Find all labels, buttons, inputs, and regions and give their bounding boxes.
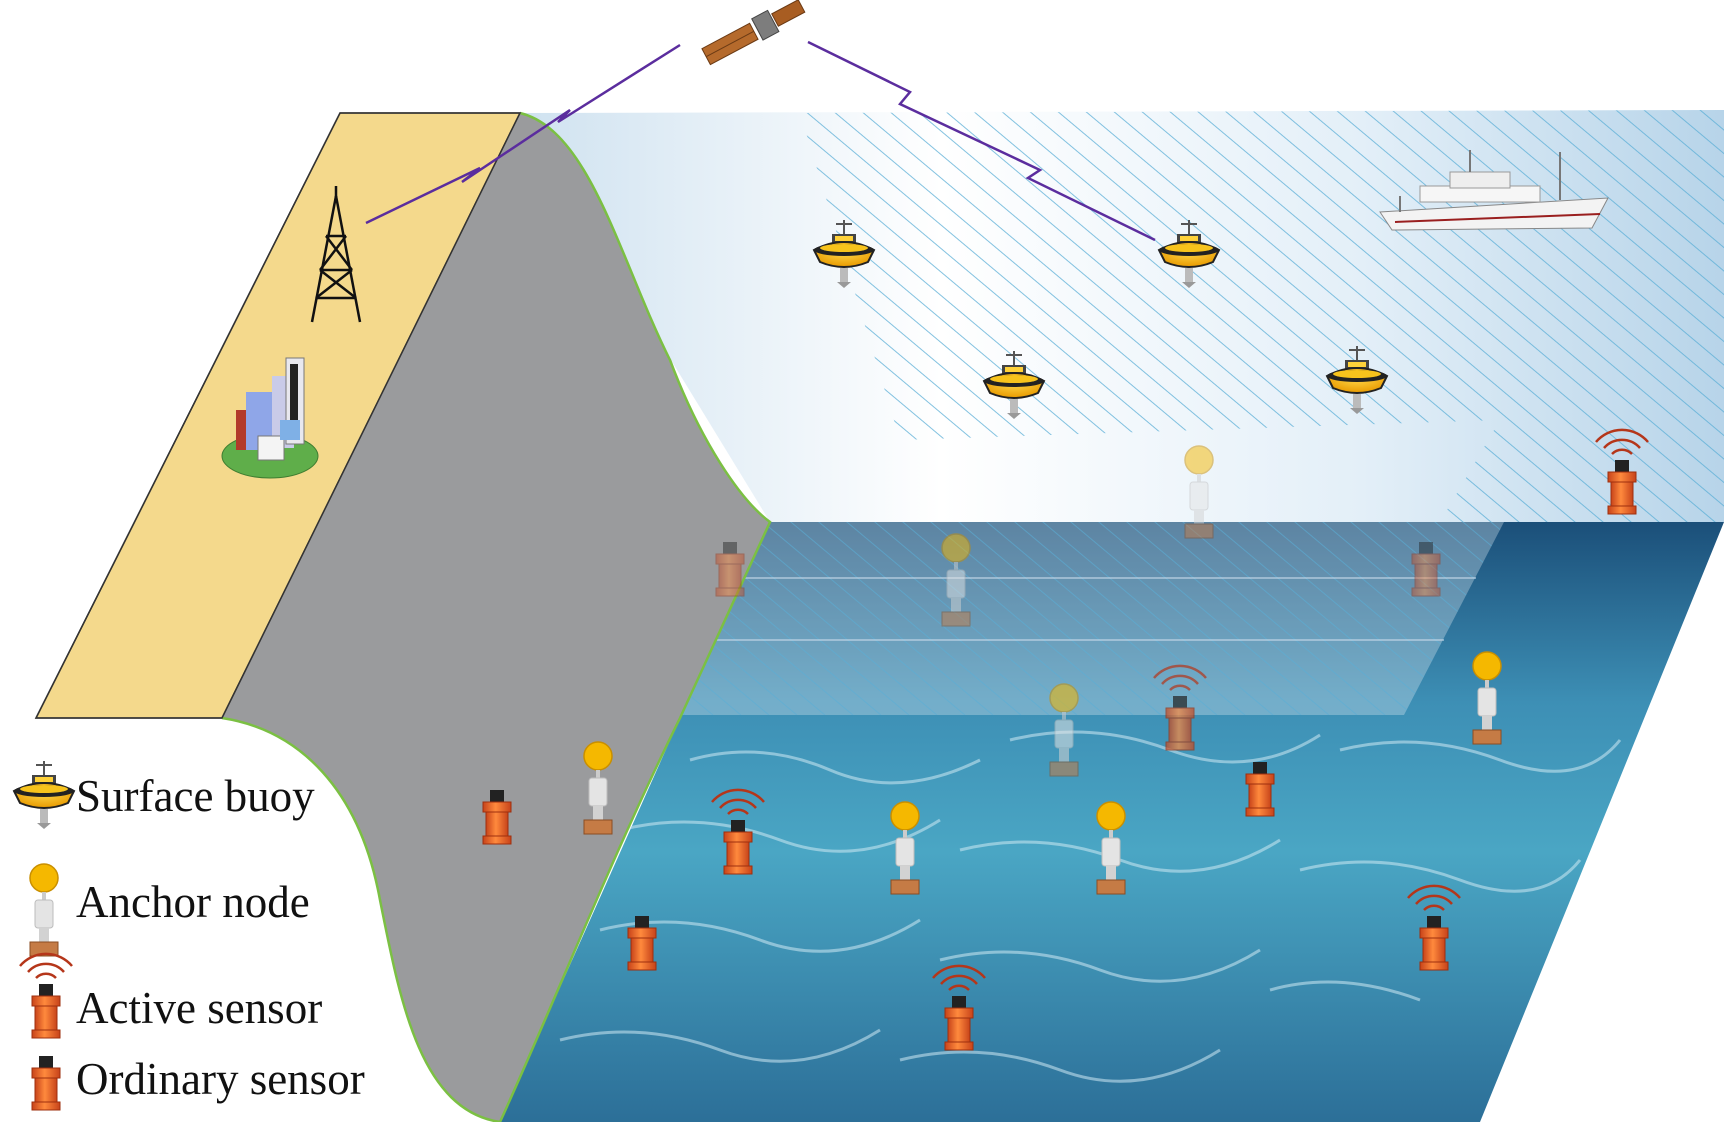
tower-icon (310, 186, 362, 323)
ship-icon (1379, 150, 1609, 231)
surface-buoy-icon (13, 760, 75, 830)
land-edge (34, 112, 522, 719)
anchor-node-icon (29, 863, 59, 957)
legend-ordinary-sensor: Ordinary sensor (76, 1054, 365, 1104)
continental-slope (222, 113, 770, 1122)
active-sensor-icon (18, 952, 74, 1039)
legend-active-sensor: Active sensor (76, 983, 323, 1033)
water-ripples (559, 730, 1622, 1083)
middle-layer-lines (605, 577, 1476, 641)
link-satellite-buoy (807, 40, 1156, 242)
ordinary-sensor-icon (31, 1055, 61, 1111)
legend-surface-buoy: Surface buoy (76, 771, 315, 821)
satellite-links (365, 40, 1156, 242)
link-tower-satellite (365, 43, 681, 225)
city-icon (221, 357, 319, 479)
legend-anchor-node: Anchor node (76, 877, 310, 927)
coast-line (221, 111, 772, 1122)
middle-layer-hatch (523, 522, 1504, 715)
satellite-icon (701, 0, 806, 66)
